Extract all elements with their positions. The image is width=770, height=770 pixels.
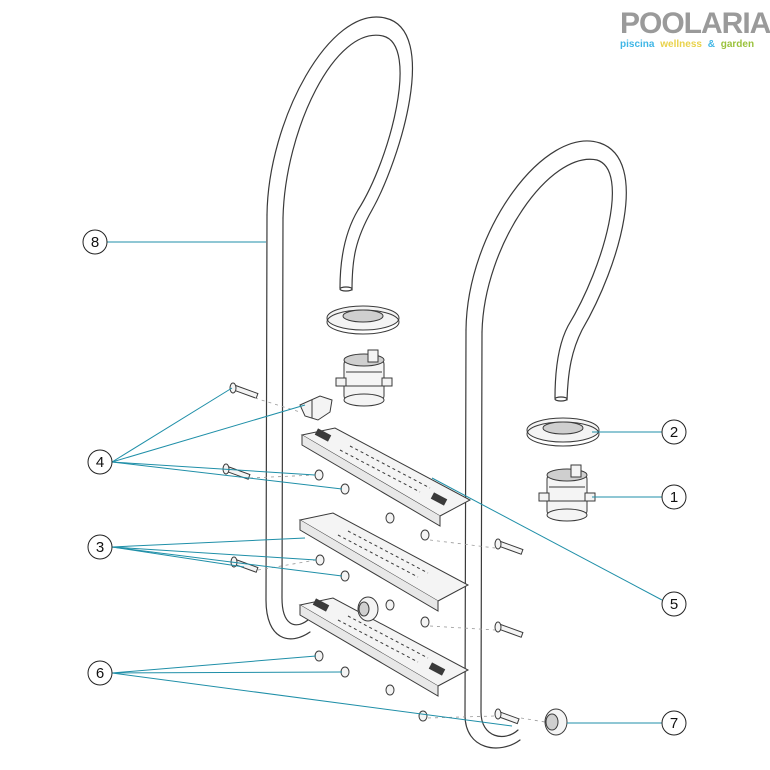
logo-tag-word-1: piscina [620,39,655,50]
nut-6 [385,684,395,696]
flange-right [526,417,600,447]
callout-4-label: 4 [96,454,104,471]
leader-4c [111,461,316,476]
callout-8: 8 [82,229,108,255]
nut-1 [340,483,350,495]
handrail-right-tube [464,140,627,749]
logo-tagline: piscina wellness & garden [620,39,754,50]
callout-6: 6 [87,660,113,686]
bolt-right-2 [494,621,524,638]
washer-3 [314,650,324,662]
step-bottom [298,597,470,697]
nut-5 [385,599,395,611]
nut-3 [340,666,350,678]
logo-brand-text: POOLARIA [620,7,770,40]
washer-4 [420,529,430,541]
leader-4d [111,461,343,490]
callout-5: 5 [661,591,687,617]
callout-8-label: 8 [91,234,99,251]
bolt-right-1 [494,538,524,555]
end-cap-middle [357,596,379,622]
logo-tag-word-3: & [708,39,715,50]
handrail-left-tube [265,16,414,640]
leader-4b [111,404,306,463]
leader-6c [111,672,513,727]
callout-1: 1 [661,484,687,510]
leader-3c [111,546,245,568]
assembly-guides [249,397,546,723]
logo-tag-word-4: garden [721,39,754,50]
leader-3d [111,546,343,577]
callout-1-label: 1 [670,489,678,506]
nut-2 [340,570,350,582]
washer-1 [314,469,324,481]
callout-5-label: 5 [670,596,678,613]
callout-6-label: 6 [96,665,104,682]
logo-tag-word-2: wellness [659,39,702,50]
leader-4a [111,387,233,463]
nut-4 [385,512,395,524]
hardware-parts [222,382,524,725]
washer-5 [420,616,430,628]
leader-6b [111,671,343,674]
callout-3-label: 3 [96,539,104,556]
bolt-top-left [229,382,259,399]
poolaria-logo: POOLARIA piscina wellness & garden [620,7,770,50]
washer-2 [315,554,325,566]
washer-6 [418,710,428,722]
end-cap-bottom [544,708,568,736]
callout-2: 2 [661,419,687,445]
leader-3b [111,546,317,561]
anchor-socket-right [538,464,596,522]
callout-2-label: 2 [670,424,678,441]
leader-5 [431,477,663,601]
leader-6a [111,655,317,674]
wedge-anchor [299,395,333,421]
leader-3a [111,537,306,548]
callout-4: 4 [87,449,113,475]
anchor-socket-upper [335,349,393,407]
step-top [300,427,472,527]
bolt-right-3 [494,708,520,725]
step-middle [298,512,470,612]
callout-7-label: 7 [670,715,678,732]
leader-lines [107,241,663,727]
flange-upper [326,305,400,335]
callout-7: 7 [661,710,687,736]
callout-3: 3 [87,534,113,560]
